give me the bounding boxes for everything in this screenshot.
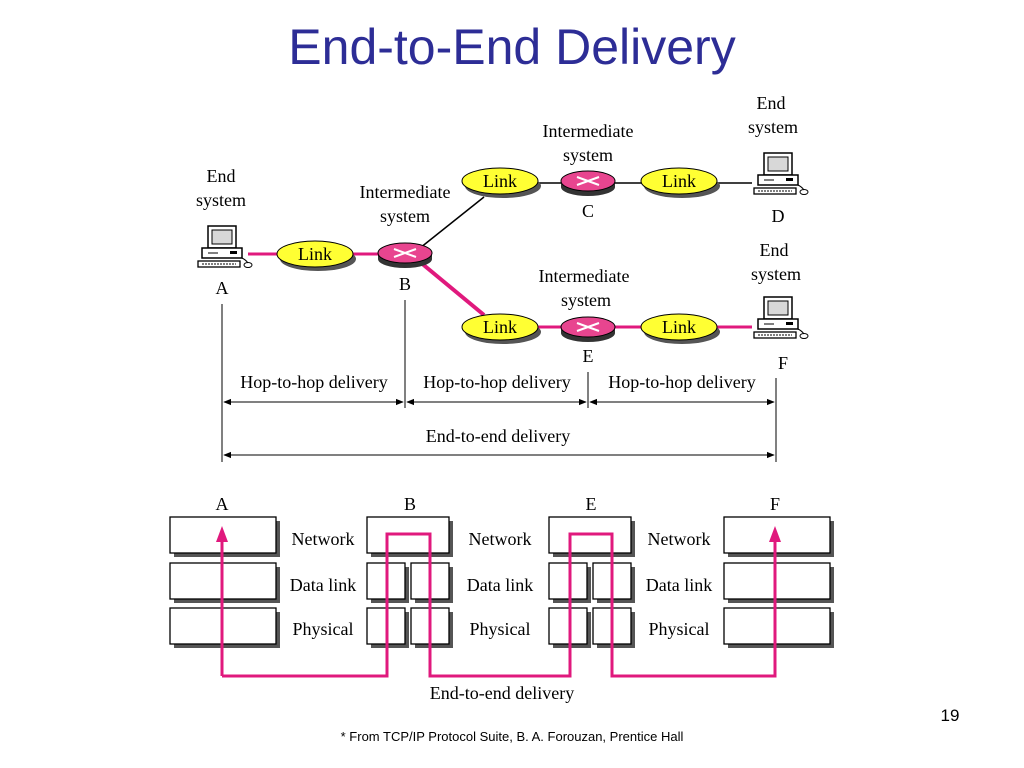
layer-col-a: A: [216, 494, 229, 514]
router-c-icon: [560, 170, 616, 196]
line-b-e: [418, 260, 486, 317]
link-c-d: Link: [640, 167, 720, 198]
node-d-label: D: [772, 206, 785, 226]
layer-label-physical-3: Physical: [649, 619, 710, 639]
link-a-b: Link: [276, 240, 356, 271]
link-label: Link: [662, 171, 696, 191]
node-a-label: A: [216, 278, 229, 298]
hop-label-1: Hop-to-hop delivery: [240, 372, 387, 392]
intermediate-b-label-2: system: [380, 206, 430, 226]
link-b-c: Link: [461, 167, 541, 198]
line-b-c: [419, 196, 485, 249]
node-f-label: F: [778, 353, 788, 373]
computer-f-icon: [753, 296, 809, 340]
computer-d-icon: [753, 152, 809, 196]
link-label: Link: [483, 317, 517, 337]
stack-f: [723, 516, 834, 648]
hop-label-2: Hop-to-hop delivery: [423, 372, 570, 392]
end-to-end-label-top: End-to-end delivery: [426, 426, 570, 446]
intermediate-c-label: Intermediate: [543, 121, 634, 141]
computer-a-icon: [197, 225, 253, 269]
layer-delivery-path: [222, 532, 777, 678]
link-label: Link: [298, 244, 332, 264]
layer-col-b: B: [404, 494, 416, 514]
link-label: Link: [483, 171, 517, 191]
end-system-a-label: End: [207, 166, 236, 186]
layer-arrowhead-a: [216, 526, 228, 542]
layer-label-network-3: Network: [648, 529, 711, 549]
slide-title: End-to-End Delivery: [288, 19, 736, 75]
layer-label-physical-1: Physical: [293, 619, 354, 639]
stack-b: [366, 516, 453, 648]
end-system-f-label: End: [760, 240, 789, 260]
layer-label-physical-2: Physical: [470, 619, 531, 639]
end-system-d-label-2: system: [748, 117, 798, 137]
layer-arrowhead-f: [769, 526, 781, 542]
hop-label-3: Hop-to-hop delivery: [608, 372, 755, 392]
layer-label-network-2: Network: [469, 529, 532, 549]
layer-label-datalink-1: Data link: [290, 575, 356, 595]
end-to-end-label-bottom: End-to-end delivery: [430, 683, 574, 703]
intermediate-b-label: Intermediate: [360, 182, 451, 202]
page-number: 19: [940, 706, 960, 725]
intermediate-e-label-2: system: [561, 290, 611, 310]
layer-col-e: E: [586, 494, 597, 514]
link-label: Link: [662, 317, 696, 337]
layer-label-network-1: Network: [292, 529, 355, 549]
layer-label-datalink-3: Data link: [646, 575, 712, 595]
end-system-f-label-2: system: [751, 264, 801, 284]
layer-col-f: F: [770, 494, 780, 514]
end-system-a-label-2: system: [196, 190, 246, 210]
intermediate-e-label: Intermediate: [539, 266, 630, 286]
stack-e: [548, 516, 635, 648]
node-c-label: C: [582, 201, 594, 221]
node-e-label: E: [583, 346, 594, 366]
layer-label-datalink-2: Data link: [467, 575, 533, 595]
node-b-label: B: [399, 274, 411, 294]
end-system-d-label: End: [757, 93, 786, 113]
router-e-icon: [560, 316, 616, 342]
router-b-icon: [377, 242, 433, 268]
intermediate-c-label-2: system: [563, 145, 613, 165]
link-b-e: Link: [461, 313, 541, 344]
link-e-f: Link: [640, 313, 720, 344]
footnote: * From TCP/IP Protocol Suite, B. A. Foro…: [340, 729, 684, 744]
